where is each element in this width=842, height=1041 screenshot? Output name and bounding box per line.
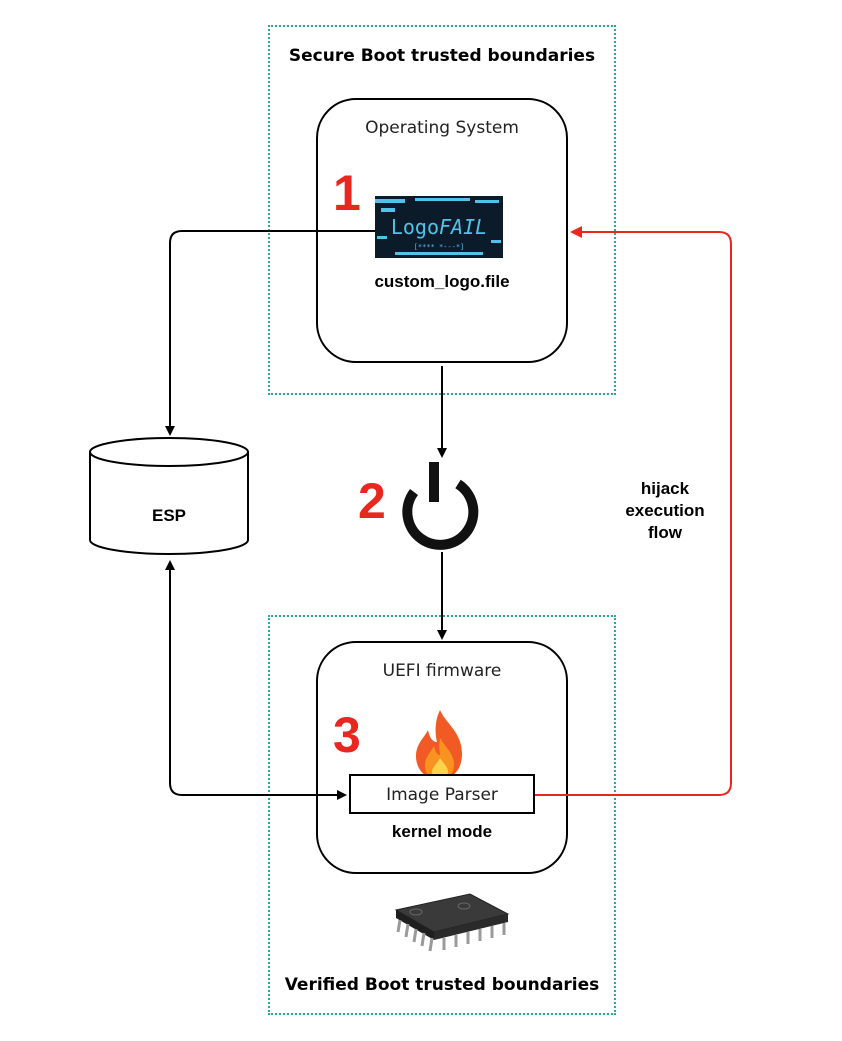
logofail-badge-icon: LogoFAIL [**** *---*] <box>375 196 503 258</box>
verified-boot-title: Verified Boot trusted boundaries <box>284 975 600 995</box>
hijack-flow-label: hijack execution flow <box>625 479 705 542</box>
power-icon <box>402 462 479 550</box>
step-1-number: 1 <box>333 165 361 221</box>
image-parser-box: Image Parser <box>349 774 535 814</box>
secure-boot-title: Secure Boot trusted boundaries <box>288 46 596 66</box>
kernel-mode-label: kernel mode <box>391 822 493 841</box>
uefi-firmware-title: UEFI firmware <box>382 661 502 681</box>
step-2-number: 2 <box>358 473 386 529</box>
fire-icon <box>416 710 462 780</box>
image-parser-label: Image Parser <box>386 785 498 805</box>
esp-label: ESP <box>151 506 187 525</box>
logofail-text: LogoFAIL <box>390 215 488 239</box>
logofail-subtext: [**** *---*] <box>413 243 465 251</box>
operating-system-title: Operating System <box>365 118 519 138</box>
custom-logo-file-label: custom_logo.file <box>374 272 510 291</box>
microchip-icon <box>394 893 510 952</box>
step-3-number: 3 <box>333 707 361 763</box>
